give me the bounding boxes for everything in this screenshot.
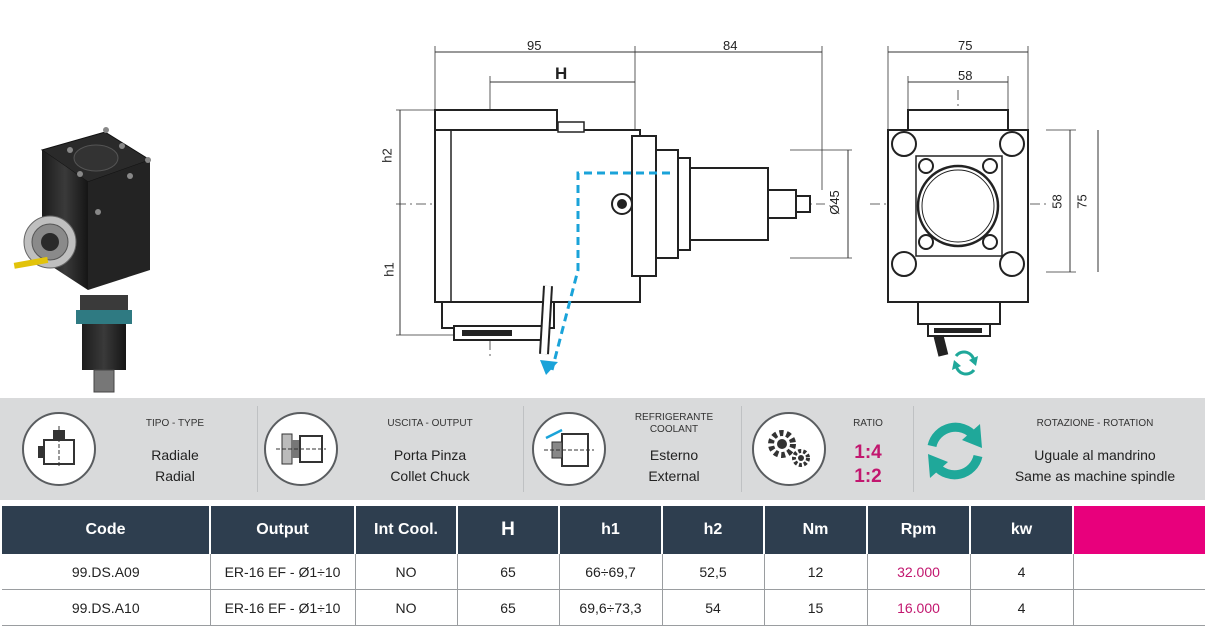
col-header-h2: h2 (662, 506, 765, 554)
output-value-en: Collet Chuck (390, 468, 470, 484)
cell-rpm: 16.000 (867, 589, 971, 626)
cell-h1: 69,6÷73,3 (559, 589, 663, 626)
coolant-value-en: External (648, 468, 700, 484)
cell-h2: 52,5 (662, 554, 765, 590)
col-header-code: Code (2, 506, 211, 554)
feature-band: TIPO - TYPE Radiale Radial USCITA - OUTP… (0, 398, 1205, 500)
cell-h2: 54 (662, 589, 765, 626)
type-value-it: Radiale (151, 447, 199, 463)
output-caption: USCITA - OUTPUT (387, 418, 473, 429)
feature-coolant: REFRIGERANTE COOLANT Esterno External (524, 398, 740, 500)
ratio-caption: RATIO (853, 418, 883, 429)
col-header-h1: h1 (559, 506, 663, 554)
radial-type-icon (22, 412, 96, 486)
dim-h: H (555, 64, 568, 83)
cell-int-cool: NO (355, 589, 458, 626)
end-view-drawing (870, 46, 1099, 376)
cell-int-cool: NO (355, 554, 458, 590)
band-divider (523, 406, 524, 492)
cell-nm: 15 (764, 589, 868, 626)
cell-empty (1073, 589, 1205, 626)
col-header-nm: Nm (764, 506, 868, 554)
cell-h: 65 (457, 554, 560, 590)
cell-empty (1073, 554, 1205, 590)
specs-table: Code Output Int Cool. H h1 h2 Nm Rpm kw … (2, 506, 1205, 626)
table-row: 99.DS.A10 ER-16 EF - Ø1÷10 NO 65 69,6÷73… (2, 589, 1205, 626)
col-header-h: H (457, 506, 560, 554)
cell-h1: 66÷69,7 (559, 554, 663, 590)
ratio-value-1: 1:4 (854, 442, 882, 463)
feature-type: TIPO - TYPE Radiale Radial (0, 398, 255, 500)
cell-code: 99.DS.A09 (2, 554, 211, 590)
dim-side-height-outer: 75 (1074, 194, 1090, 209)
product-photo (13, 127, 152, 393)
gears-icon (752, 412, 826, 486)
col-header-rpm: Rpm (867, 506, 971, 554)
front-view-drawing (396, 46, 852, 375)
band-divider (741, 406, 742, 492)
rotation-arrows-icon (927, 422, 983, 480)
cell-code: 99.DS.A10 (2, 589, 211, 626)
dim-top-left: 95 (527, 38, 542, 53)
technical-drawing-area: 95 84 H h2 h1 Ø45 (13, 38, 1099, 393)
dim-side-width-outer: 75 (958, 38, 973, 53)
dim-top-right: 84 (723, 38, 738, 53)
collet-output-icon (264, 412, 338, 486)
dim-h1: h1 (381, 262, 397, 277)
cell-output: ER-16 EF - Ø1÷10 (210, 589, 356, 626)
dim-h2: h2 (379, 148, 395, 163)
ratio-value-2: 1:2 (854, 466, 882, 487)
coolant-caption: REFRIGERANTE COOLANT (634, 412, 714, 435)
band-divider (257, 406, 258, 492)
cell-kw: 4 (970, 554, 1074, 590)
col-header-accent (1073, 506, 1205, 554)
col-header-kw: kw (970, 506, 1074, 554)
cell-rpm: 32.000 (867, 554, 971, 590)
col-header-int-cool: Int Cool. (355, 506, 458, 554)
type-value-en: Radial (155, 468, 195, 484)
feature-rotation: ROTAZIONE - ROTATION Uguale al mandrino … (914, 398, 1205, 500)
coolant-value-it: Esterno (649, 447, 699, 463)
cell-h: 65 (457, 589, 560, 626)
rotation-value-it: Uguale al mandrino (1034, 447, 1156, 463)
type-caption: TIPO - TYPE (145, 418, 205, 429)
cell-nm: 12 (764, 554, 868, 590)
band-divider (913, 406, 914, 492)
output-value-it: Porta Pinza (393, 447, 467, 463)
external-coolant-icon (532, 412, 606, 486)
dim-side-height-inner: 58 (1049, 194, 1065, 209)
dim-diameter: Ø45 (826, 190, 842, 215)
cell-kw: 4 (970, 589, 1074, 626)
feature-ratio: RATIO 1:4 1:2 (742, 398, 912, 500)
cell-output: ER-16 EF - Ø1÷10 (210, 554, 356, 590)
feature-output: USCITA - OUTPUT Porta Pinza Collet Chuck (258, 398, 521, 500)
col-header-output: Output (210, 506, 356, 554)
table-header-row: Code Output Int Cool. H h1 h2 Nm Rpm kw (2, 506, 1205, 554)
rotation-value-en: Same as machine spindle (1014, 468, 1176, 484)
rotation-caption: ROTAZIONE - ROTATION (1036, 418, 1154, 429)
table-row: 99.DS.A09 ER-16 EF - Ø1÷10 NO 65 66÷69,7… (2, 554, 1205, 590)
dim-side-width-inner: 58 (958, 68, 973, 83)
